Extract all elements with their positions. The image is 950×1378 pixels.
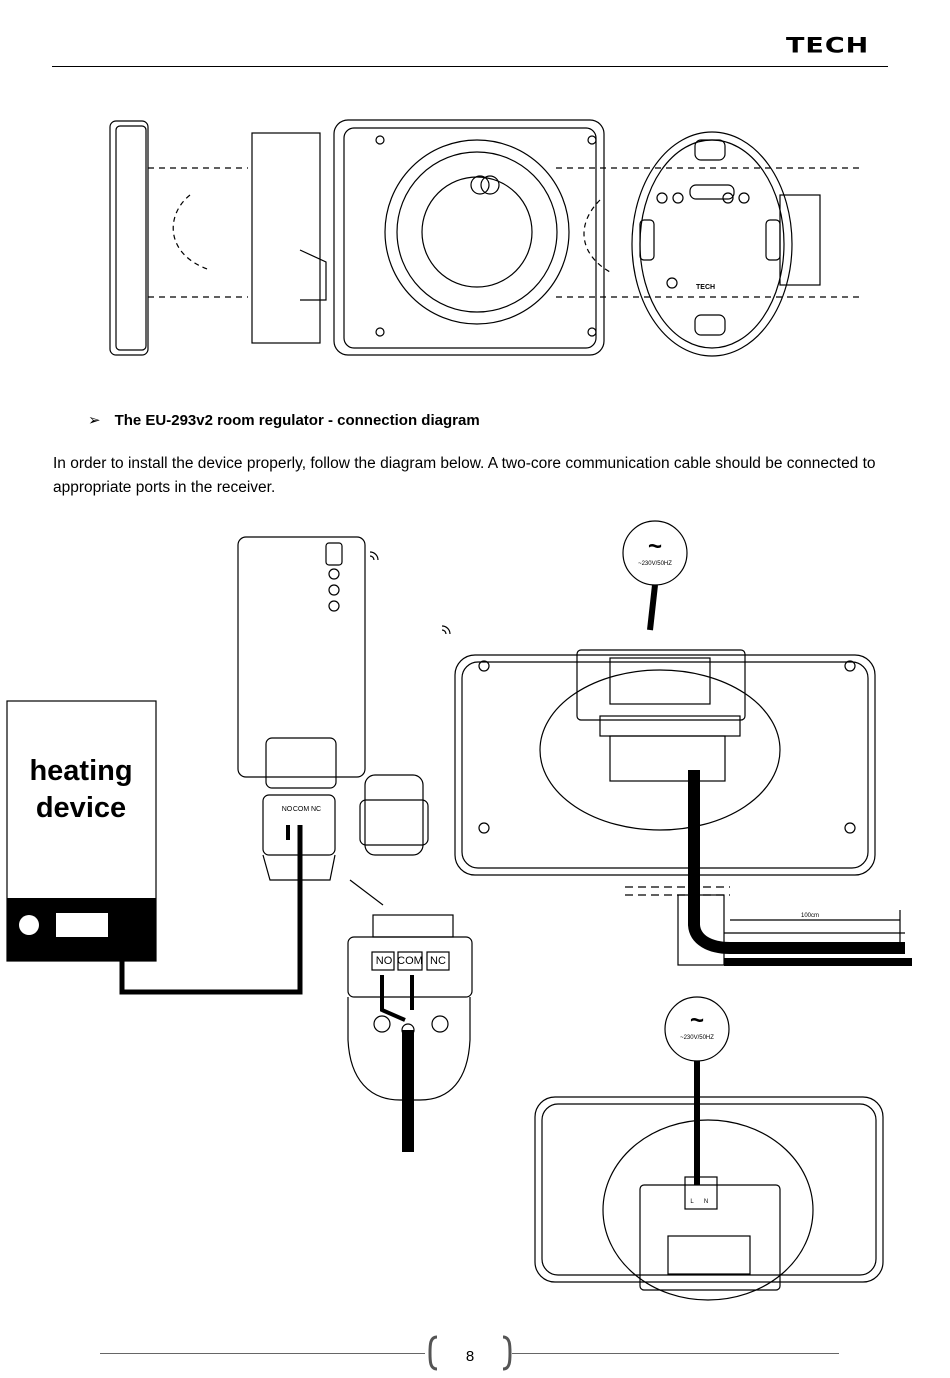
footer-rule-right <box>512 1353 839 1354</box>
header-rule <box>52 66 888 67</box>
section-heading: ➢ The EU-293v2 room regulator - connectio… <box>88 411 480 429</box>
regulator-body <box>333 119 605 356</box>
terminal-com-label: COM <box>397 955 423 967</box>
power-module-2 <box>639 1184 781 1291</box>
wifi-icon <box>369 551 379 561</box>
section-title: The EU-293v2 room regulator - connection… <box>114 412 480 429</box>
heating-device-label: device <box>36 792 126 824</box>
terminal-l-label: L <box>690 1199 694 1205</box>
receiver-button <box>325 542 343 566</box>
front-frame <box>109 120 149 356</box>
cable-length-label: 100cm <box>801 913 819 919</box>
heating-device-display <box>56 913 108 937</box>
connector-cap <box>364 774 424 856</box>
terminal-n-label: N <box>704 1199 708 1205</box>
footer-rule-left <box>100 1353 425 1354</box>
power-label: ~230V/50HZ <box>638 561 672 567</box>
power-cable <box>688 770 905 954</box>
regulator-back-view-2 <box>534 1096 884 1283</box>
page-number: 8 <box>465 1348 475 1365</box>
terminal-no-label: NO <box>376 955 393 967</box>
ac-symbol-icon: ~ <box>690 1007 704 1034</box>
terminal-no-label: NO <box>282 806 293 813</box>
panel-plate <box>251 132 321 344</box>
heating-device-label: heating <box>29 755 132 787</box>
arrow-bullet-icon: ➢ <box>88 412 101 429</box>
plate-brand-text: TECH <box>696 284 715 291</box>
ac-symbol-icon: ~ <box>648 533 662 560</box>
regulator-back-view <box>454 654 876 876</box>
terminal-nc-label: NC <box>311 806 321 813</box>
mounting-ring <box>384 139 570 325</box>
terminal-nc-label: NC <box>430 955 446 967</box>
back-plate <box>631 131 793 357</box>
wifi-icon <box>441 625 451 635</box>
terminal-com-label: COM <box>293 806 310 813</box>
power-module <box>576 649 746 721</box>
intro-paragraph: In order to install the device properly,… <box>53 455 876 496</box>
brand-logo: TECH <box>786 33 870 58</box>
receiver-module <box>237 536 366 778</box>
power-label: ~230V/50HZ <box>680 1035 714 1041</box>
